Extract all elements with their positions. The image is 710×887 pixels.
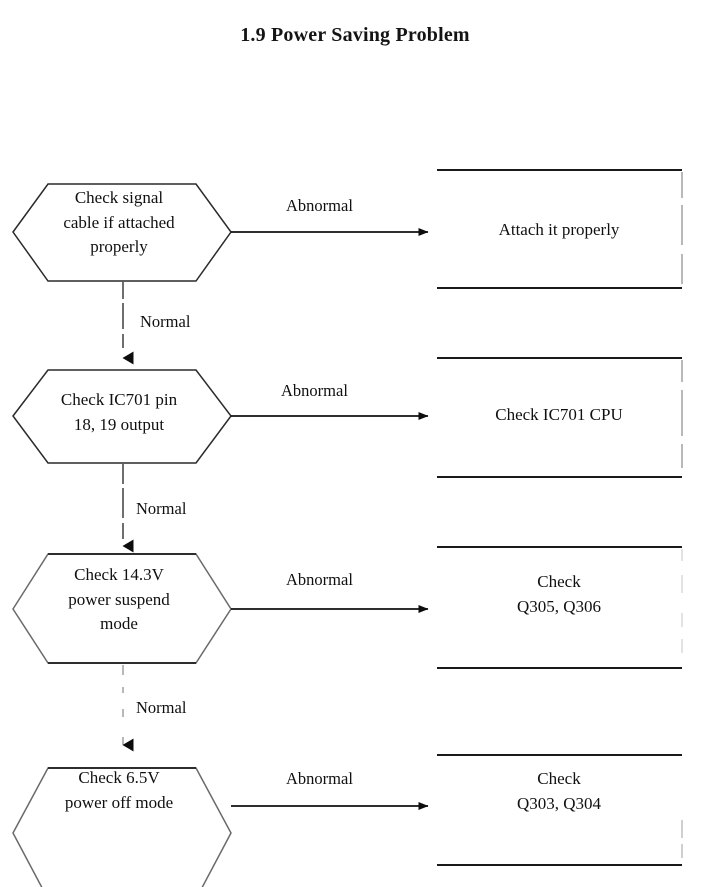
decision-hexagon-1 xyxy=(12,183,232,282)
page-title: 1.9 Power Saving Problem xyxy=(240,24,470,46)
decision-hexagon-4 xyxy=(12,767,232,887)
action-box-2 xyxy=(437,357,683,478)
edge-label-normal-1: Normal xyxy=(140,312,191,331)
action-box-3 xyxy=(437,546,683,669)
edge-label-normal-3: Normal xyxy=(136,698,187,717)
edge-label-normal-2: Normal xyxy=(136,499,187,518)
edge-label-abnormal-4: Abnormal xyxy=(286,769,353,788)
decision-hexagon-3 xyxy=(12,553,232,664)
edge-label-abnormal-3: Abnormal xyxy=(286,570,353,589)
decision-hexagon-2 xyxy=(12,369,232,464)
edge-label-abnormal-2: Abnormal xyxy=(281,381,348,400)
action-box-1 xyxy=(437,169,683,289)
edge-label-abnormal-1: Abnormal xyxy=(286,196,353,215)
action-box-4 xyxy=(437,754,683,866)
